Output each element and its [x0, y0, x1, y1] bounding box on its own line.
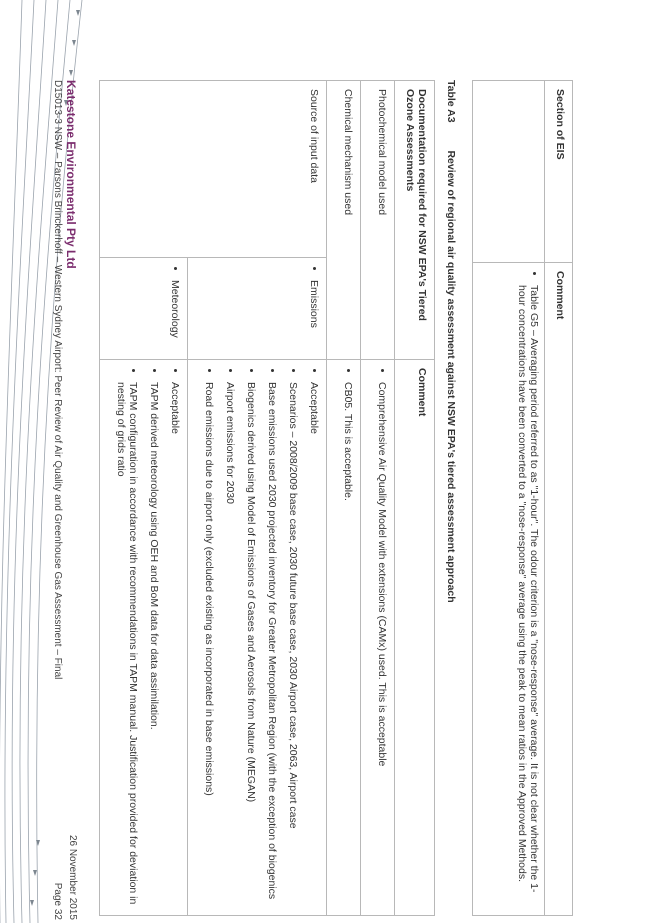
row-label: Source of input data: [99, 80, 327, 258]
footer-reference: D15013-3 NSW – Parsons Brinckerhoff – We…: [52, 80, 63, 680]
decorative-swoosh-lines: [0, 0, 83, 923]
footer-date: 26 November 2015: [67, 834, 78, 920]
section-comment-table: Section of EIS Comment Table G5 – Averag…: [472, 80, 573, 916]
row-comment: Acceptable Scenarios – 2008/2009 base ca…: [187, 359, 327, 916]
footer-page-number: Page 32: [52, 882, 63, 920]
comment-bullet: Airport emissions for 2030: [224, 382, 236, 907]
comment-bullet: Acceptable: [169, 382, 181, 907]
row-comment: CB05. This is acceptable.: [326, 359, 361, 916]
header-comment: Comment: [544, 262, 573, 916]
header-documentation: Documentation required for NSW EPA's Tie…: [394, 80, 435, 360]
table-a3: Documentation required for NSW EPA's Tie…: [99, 80, 435, 916]
comment-bullet: TAPM configuration in accordance with re…: [115, 382, 139, 907]
comment-bullet: Scenarios – 2008/2009 base case, 2030 fu…: [287, 382, 299, 907]
comment-bullet: Table G5 – Averaging period referred to …: [516, 285, 540, 907]
comment-bullet: Biogenics derived using Model of Emissio…: [245, 382, 257, 907]
row-comment: Acceptable TAPM derived meteorology usin…: [99, 359, 188, 916]
footer-company: Katestone Environmental Pty Ltd: [64, 80, 78, 269]
sub-label-emissions: Emissions: [187, 257, 327, 360]
row-label: Photochemical model used: [360, 80, 395, 360]
comment-bullet: TAPM derived meteorology using OEH and B…: [148, 382, 160, 907]
table-a3-title: Table A3 Review of regional air quality …: [445, 80, 457, 603]
table-a3-caption: Review of regional air quality assessmen…: [445, 150, 457, 603]
comment-bullet: CB05. This is acceptable.: [342, 382, 354, 907]
comment-bullet: Road emissions due to airport only (excl…: [203, 382, 215, 907]
comment-bullet: Comprehensive Air Quality Model with ext…: [376, 382, 388, 907]
comment-cell: Table G5 – Averaging period referred to …: [472, 262, 545, 916]
row-comment: Comprehensive Air Quality Model with ext…: [360, 359, 395, 916]
section-cell: [472, 80, 545, 263]
header-comment-a3: Comment: [394, 359, 435, 916]
row-label: Chemical mechanism used: [326, 80, 361, 360]
comment-bullet: Base emissions used 2030 projected inven…: [266, 382, 278, 907]
header-section-of-eis: Section of EIS: [544, 80, 573, 263]
comment-bullet: Acceptable: [308, 382, 320, 907]
sub-label-meteorology: Meteorology: [99, 257, 188, 360]
table-a3-label: Table A3: [445, 80, 457, 123]
